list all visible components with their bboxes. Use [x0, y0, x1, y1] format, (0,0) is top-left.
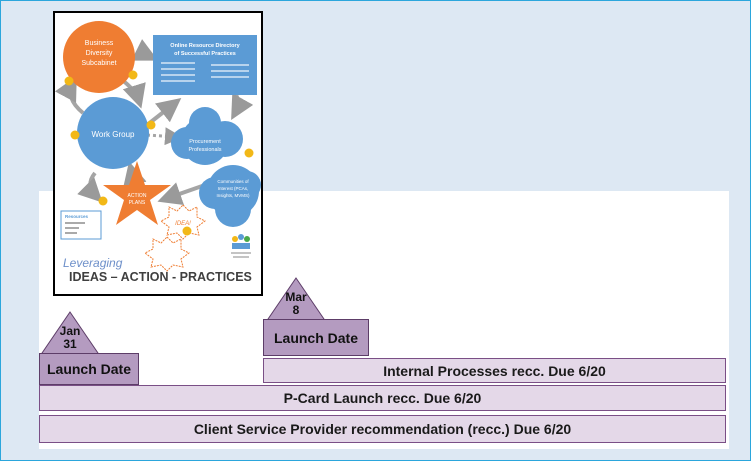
svg-text:Leveraging: Leveraging [63, 256, 123, 270]
svg-text:PLANS: PLANS [129, 200, 146, 206]
svg-text:ACTION: ACTION [128, 193, 147, 199]
jan-month: Jan [59, 324, 81, 338]
svg-text:Communities of: Communities of [217, 179, 249, 184]
pcard-launch-bar: P-Card Launch recc. Due 6/20 [39, 385, 726, 411]
work-group-circle [77, 97, 149, 169]
mar-month: Mar [285, 290, 307, 304]
community-logo-icon [231, 234, 251, 258]
arrow-icon [146, 127, 183, 146]
svg-text:Subcabinet: Subcabinet [81, 60, 116, 67]
client-service-bar: Client Service Provider recommendation (… [39, 415, 726, 443]
jan-launch-date: Launch Date [39, 353, 139, 385]
internal-processes-bar: Internal Processes recc. Due 6/20 [263, 358, 726, 383]
action-star [103, 161, 171, 225]
jan-day: 31 [63, 337, 77, 351]
subcabinet-circle [63, 21, 135, 93]
success-burst [144, 236, 190, 272]
procurement-cloud [171, 107, 243, 165]
svg-text:Procurement: Procurement [189, 139, 221, 145]
svg-text:Diversity: Diversity [86, 50, 113, 57]
svg-text:Professionals: Professionals [188, 147, 221, 153]
svg-text:IDEA!: IDEA! [175, 221, 191, 227]
mar-launch-date: Launch Date [263, 319, 369, 356]
svg-text:Insights, MVMS): Insights, MVMS) [216, 193, 250, 198]
arrow-icon [55, 75, 85, 115]
svg-text:IDEAS – ACTION - PRACTICES: IDEAS – ACTION - PRACTICES [69, 270, 252, 284]
svg-text:Interest (PCAs,: Interest (PCAs, [218, 186, 249, 191]
arrow-icon [77, 171, 103, 203]
svg-text:Business: Business [85, 40, 114, 47]
process-poster: Business Diversity Subcabinet Online Res… [53, 11, 263, 296]
svg-text:of Successful Practices: of Successful Practices [174, 51, 236, 57]
svg-text:Work Group: Work Group [92, 130, 136, 139]
communities-cloud [199, 165, 261, 227]
mar-day: 8 [292, 303, 300, 317]
poster-diagram: Business Diversity Subcabinet Online Res… [55, 21, 261, 284]
svg-text:Online Resource Directory: Online Resource Directory [170, 43, 240, 49]
idea-burst [160, 204, 206, 240]
arrow-icon [157, 182, 206, 206]
svg-text:Resources: Resources [65, 214, 89, 219]
resources-box [60, 210, 102, 240]
